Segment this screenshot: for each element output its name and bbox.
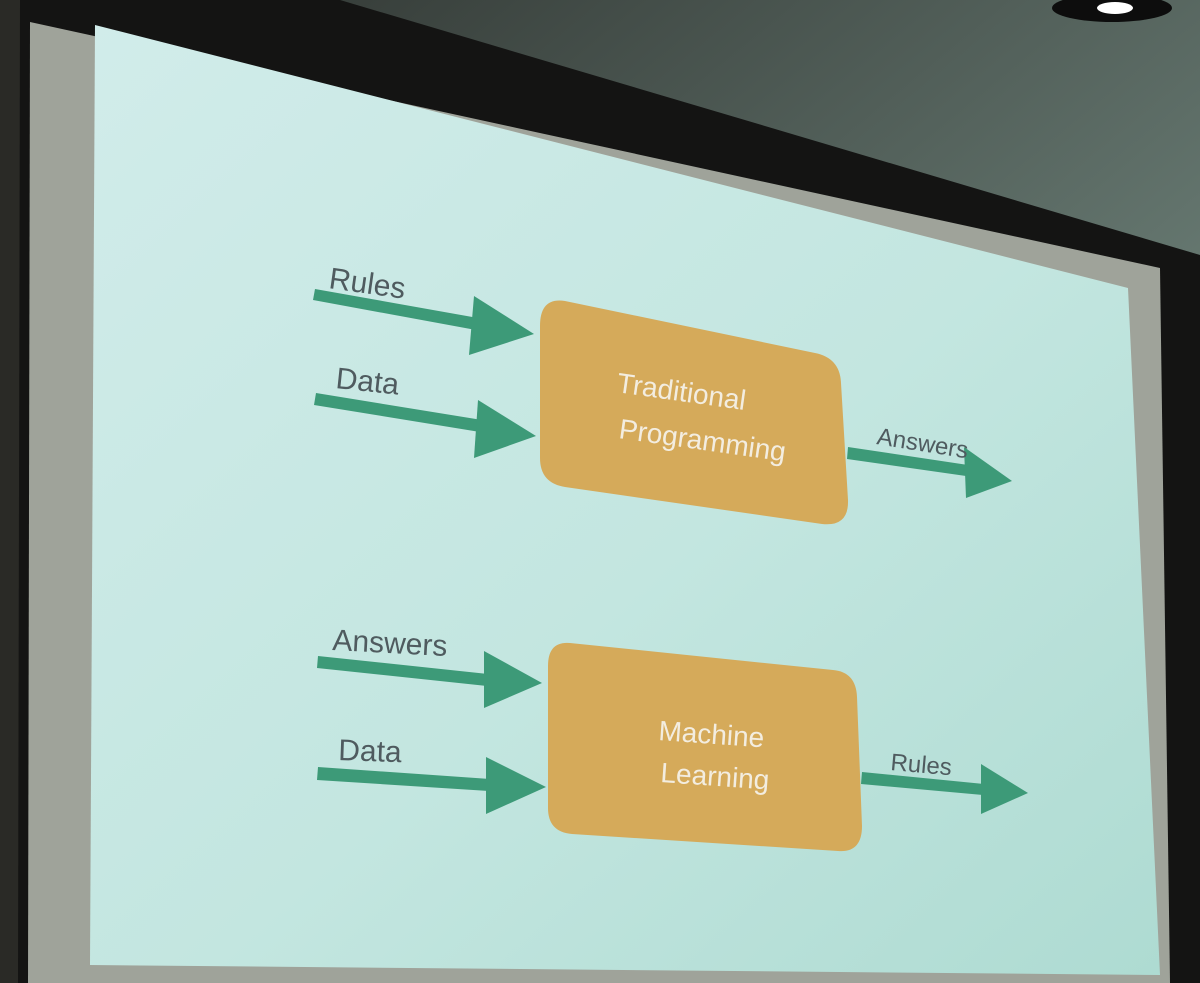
ml-output-rules-label: Rules bbox=[889, 749, 952, 781]
machine-learning-diagram: Answers Data Machine Learning Rules bbox=[317, 624, 1028, 852]
traditional-programming-diagram: Rules Data Traditional Programming Answe… bbox=[313, 262, 1012, 525]
data-input-arrow-2 bbox=[317, 757, 546, 814]
answers-input-arrow bbox=[317, 651, 542, 708]
rules-output-arrow bbox=[861, 764, 1028, 814]
ml-input-data-label: Data bbox=[338, 734, 403, 769]
ml-box-line1: Machine bbox=[658, 715, 766, 753]
machine-learning-box bbox=[548, 642, 862, 852]
ml-input-answers-label: Answers bbox=[332, 624, 449, 663]
rules-input-arrow bbox=[313, 289, 534, 355]
answers-output-arrow bbox=[847, 447, 1012, 498]
traditional-input-data-label: Data bbox=[334, 362, 401, 401]
projected-slide bbox=[90, 25, 1160, 975]
traditional-programming-box bbox=[540, 300, 849, 525]
ml-box-line2: Learning bbox=[660, 757, 771, 796]
data-input-arrow bbox=[314, 393, 536, 458]
